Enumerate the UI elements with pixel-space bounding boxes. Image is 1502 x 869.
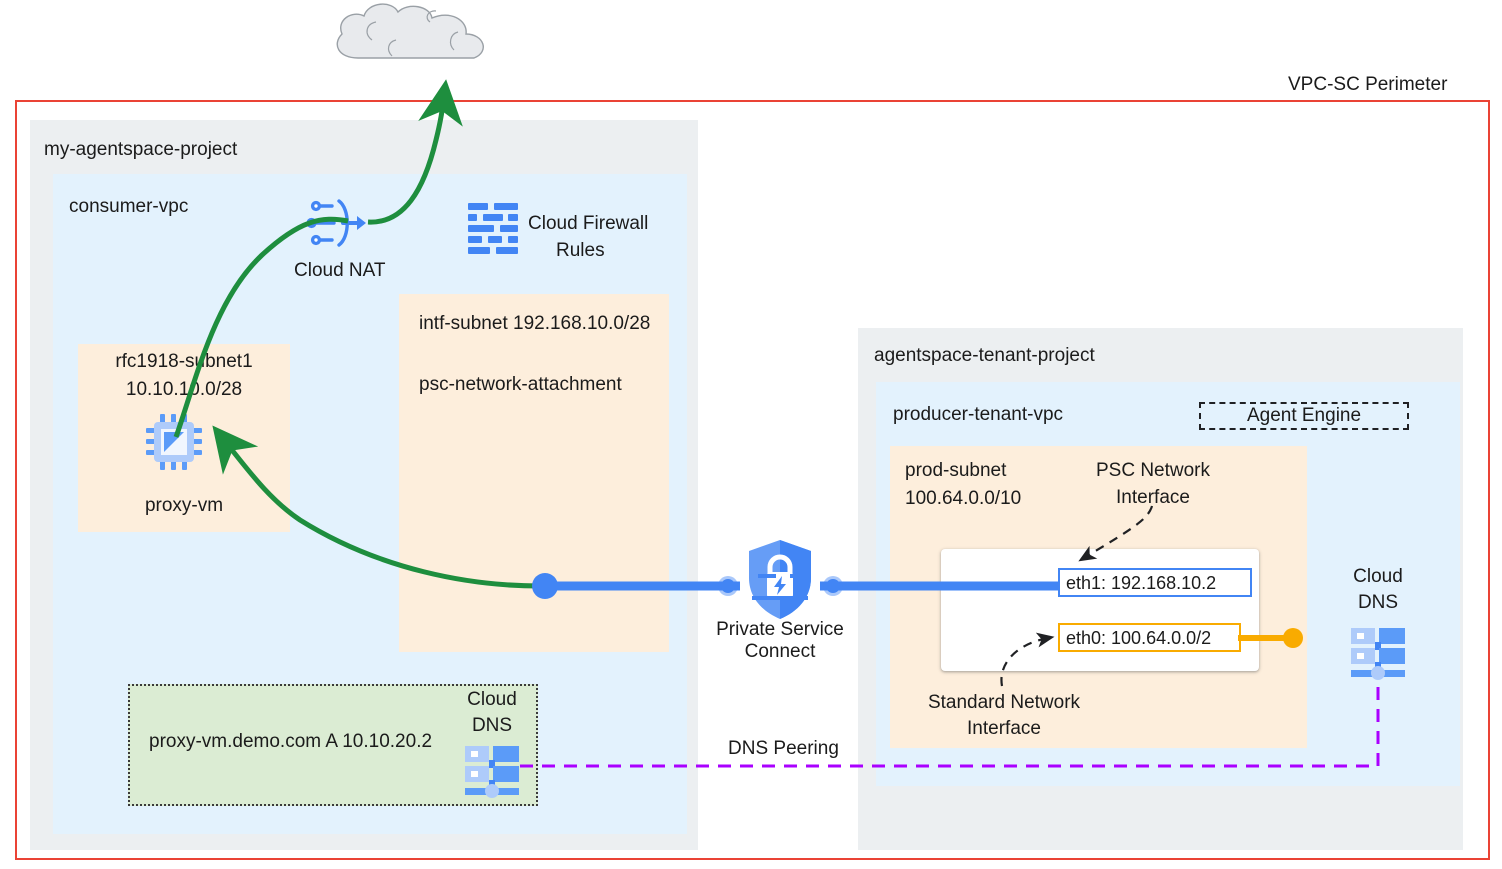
nic-eth1: eth1: 192.168.10.2 [1058,568,1252,597]
psc-nic-annotation-line1: PSC Network [1095,460,1211,481]
cloud-dns-label-line2: DNS [471,715,513,736]
prod-subnet-cidr: 100.64.0.0/10 [905,488,1022,509]
psc-label-line1: Private Service [716,619,844,640]
vpc-sc-perimeter-label: VPC-SC Perimeter [1288,74,1448,95]
psc-nic-annotation-line2: Interface [1116,487,1190,508]
cloud-firewall-label-line1: Cloud Firewall [528,213,649,234]
tenant-cloud-dns-label-line2: DNS [1357,592,1399,613]
std-nic-annotation-line2: Interface [967,718,1041,739]
cloud-nat-label: Cloud NAT [294,260,386,281]
proxy-vm-label: proxy-vm [144,495,224,516]
std-nic-annotation-line1: Standard Network [927,692,1081,713]
psc-network-attachment-label: psc-network-attachment [419,374,622,395]
project-title-left: my-agentspace-project [44,139,238,160]
cloud-dns-record: proxy-vm.demo.com A 10.10.20.2 [149,731,433,752]
cloud-firewall-label-line2: Rules [556,240,605,261]
tenant-cloud-dns-icon [1349,624,1407,682]
vpc-title-consumer-vpc: consumer-vpc [69,196,189,217]
private-service-connect-shield-icon [745,538,815,622]
agent-engine-label: Agent Engine [1246,405,1362,426]
compute-instance-icon [144,412,204,472]
cloud-firewall-icon [466,202,520,258]
subnet-box-intf-subnet [399,294,669,652]
cloud-dns-icon [463,742,521,800]
cloud-nat-icon [306,195,369,251]
rfc1918-subnet-cidr: 10.10.10.0/28 [125,379,243,400]
nic-eth0: eth0: 100.64.0.0/2 [1058,623,1241,652]
dns-peering-label: DNS Peering [728,738,839,759]
tenant-cloud-dns-label-line1: Cloud [1353,566,1403,587]
vpc-title-producer-tenant-vpc: producer-tenant-vpc [893,404,1064,425]
rfc1918-subnet-name: rfc1918-subnet1 [115,351,253,372]
psc-label-line2: Connect [744,641,816,662]
project-title-right: agentspace-tenant-project [874,345,1095,366]
cloud-dns-zone-box [128,684,538,806]
cloud-icon [336,3,484,59]
intf-subnet-cidr: intf-subnet 192.168.10.0/28 [419,313,651,334]
vpc-sc-perimeter-box [15,100,1490,860]
cloud-dns-label-line1: Cloud [467,689,517,710]
prod-subnet-name: prod-subnet [905,460,1007,481]
agent-engine-box [1199,402,1409,430]
